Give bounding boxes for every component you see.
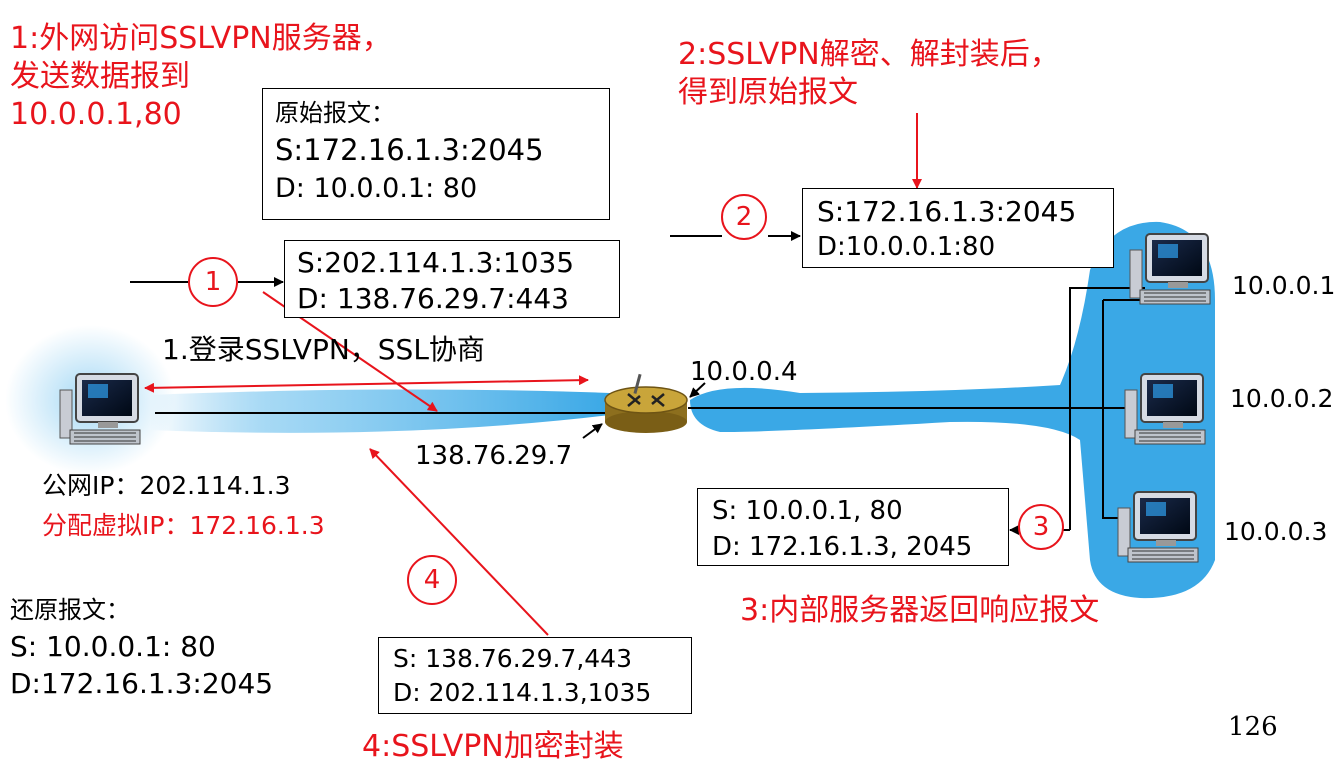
step4-marker-circle — [407, 555, 457, 605]
router-outer-ip-pointer — [582, 423, 603, 439]
original-packet-title: 原始报文： — [275, 99, 395, 127]
page-number: 126 — [1228, 712, 1278, 742]
step4-caption: 4:SSLVPN加密封装 — [362, 729, 624, 764]
ssl-negotiation-arrow — [144, 375, 589, 393]
client-virtual-ip-label: 分配虚拟IP：172.16.1.3 — [42, 511, 325, 540]
original-packet-box: 原始报文： S:172.16.1.3:2045 D: 10.0.0.1: 80 — [262, 88, 610, 220]
server1-ip-label: 10.0.0.1 — [1232, 271, 1336, 300]
outer-packet-dst: D: 138.76.29.7:443 — [297, 282, 569, 315]
vpn-tunnel — [150, 389, 610, 433]
restored-packet-src: S: 10.0.0.1: 80 — [10, 630, 216, 663]
step3-marker-circle — [1018, 504, 1064, 550]
step1-caption-line1: 1:外网访问SSLVPN服务器， — [10, 21, 392, 56]
restored-packet: 还原报文： S: 10.0.0.1: 80 D:172.16.1.3:2045 — [10, 592, 273, 702]
router-icon — [604, 373, 688, 433]
step3-marker: 3 — [1032, 512, 1050, 542]
step1-caption-line2: 发送数据报到 — [10, 59, 190, 94]
step1-caption: 1:外网访问SSLVPN服务器， 发送数据报到 10.0.0.1,80 — [10, 20, 392, 134]
server3-computer-icon — [1117, 491, 1199, 563]
encrypted-packet-src: S: 138.76.29.7,443 — [393, 644, 632, 673]
client-computer-icon — [59, 373, 141, 445]
original-packet-dst: D: 10.0.0.1: 80 — [275, 173, 478, 204]
step2-caption-line2: 得到原始报文 — [678, 75, 858, 110]
step2-caption-line1: 2:SSLVPN解密、解封装后， — [678, 37, 1060, 72]
decrypted-packet-box: S:172.16.1.3:2045 D:10.0.0.1:80 — [802, 188, 1114, 268]
step1-marker-circle — [188, 257, 238, 307]
response-packet-src: S: 10.0.0.1, 80 — [712, 496, 903, 526]
encrypted-packet-box: S: 138.76.29.7,443 D: 202.114.1.3,1035 — [378, 637, 692, 714]
original-packet-src: S:172.16.1.3:2045 — [275, 133, 544, 167]
client-public-ip-label: 公网IP：202.114.1.3 — [42, 471, 291, 500]
encrypted-packet-dst: D: 202.114.1.3,1035 — [393, 678, 652, 707]
server1-computer-icon — [1129, 233, 1211, 305]
step2-caption: 2:SSLVPN解密、解封装后， 得到原始报文 — [678, 36, 1060, 112]
server2-computer-icon — [1124, 373, 1206, 445]
internal-network-area — [690, 221, 1215, 599]
response-packet-dst: D: 172.16.1.3, 2045 — [712, 532, 973, 562]
outer-packet-box: S:202.114.1.3:1035 D: 138.76.29.7:443 — [284, 240, 620, 318]
restored-packet-title: 还原报文： — [10, 596, 130, 624]
router-inner-ip-pointer — [689, 382, 706, 398]
router-inner-ip-label: 10.0.0.4 — [690, 357, 798, 387]
step1-marker: 1 — [204, 267, 222, 297]
step3-caption: 3:内部服务器返回响应报文 — [740, 593, 1100, 628]
step4-path-arrow — [369, 448, 549, 636]
outer-packet-src: S:202.114.1.3:1035 — [297, 246, 575, 279]
ssl-negotiation-label: 1.登录SSLVPN，SSL协商 — [162, 333, 485, 366]
response-packet-box: S: 10.0.0.1, 80 D: 172.16.1.3, 2045 — [697, 488, 1009, 566]
decrypted-packet-dst: D:10.0.0.1:80 — [817, 232, 996, 262]
server2-ip-label: 10.0.0.2 — [1230, 384, 1334, 413]
server3-ip-label: 10.0.0.3 — [1224, 517, 1328, 546]
lan-wire-server1 — [1069, 287, 1145, 530]
decrypted-packet-src: S:172.16.1.3:2045 — [817, 195, 1077, 228]
router-outer-ip-label: 138.76.29.7 — [415, 441, 573, 471]
step1-caption-line3: 10.0.0.1,80 — [10, 97, 182, 132]
step2-marker: 2 — [735, 202, 753, 232]
step2-marker-circle — [721, 194, 767, 240]
step4-marker: 4 — [423, 565, 441, 595]
restored-packet-dst: D:172.16.1.3:2045 — [10, 667, 274, 700]
